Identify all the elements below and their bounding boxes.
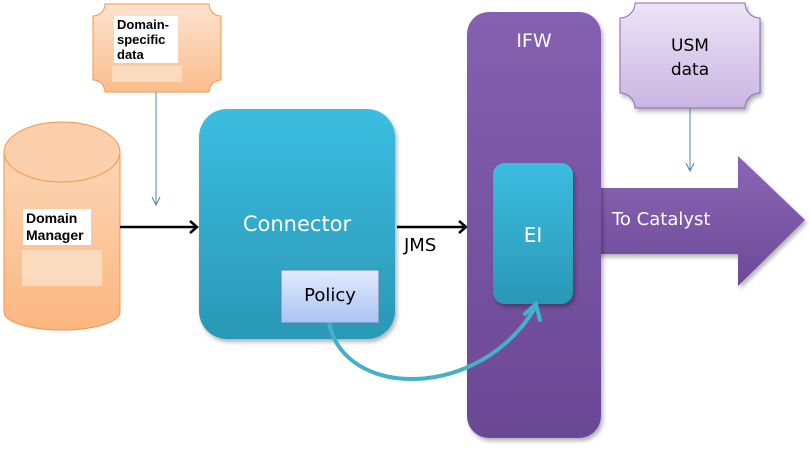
policy-label: Policy: [304, 285, 356, 306]
label-line: USM: [671, 36, 709, 56]
jms-label: JMS: [404, 235, 437, 256]
label-line: specific: [117, 32, 166, 47]
label-line: Domain-: [117, 17, 169, 32]
to-catalyst-label: To Catalyst: [612, 209, 711, 230]
policy-shape: [280, 269, 380, 324]
label-ghost: [22, 250, 102, 286]
ei-shape: [493, 163, 573, 304]
ei-label: EI: [523, 223, 543, 247]
label-line: Manager: [26, 227, 84, 243]
domain-specific-data-label: Domain- specific data: [114, 16, 178, 63]
label-ghost: [112, 66, 182, 82]
label-line: data: [117, 47, 144, 62]
label-line: Domain: [26, 210, 78, 226]
ifw-label: IFW: [516, 30, 552, 52]
label-line: data: [670, 60, 710, 80]
connector-label: Connector: [242, 212, 352, 236]
usm-data-shape: [619, 2, 761, 109]
domain-manager-label: Domain Manager: [23, 209, 91, 245]
policy-to-ei-arrow: [327, 306, 537, 381]
usm-data-label: USM data: [620, 34, 760, 82]
to-catalyst-arrow: [590, 156, 805, 286]
